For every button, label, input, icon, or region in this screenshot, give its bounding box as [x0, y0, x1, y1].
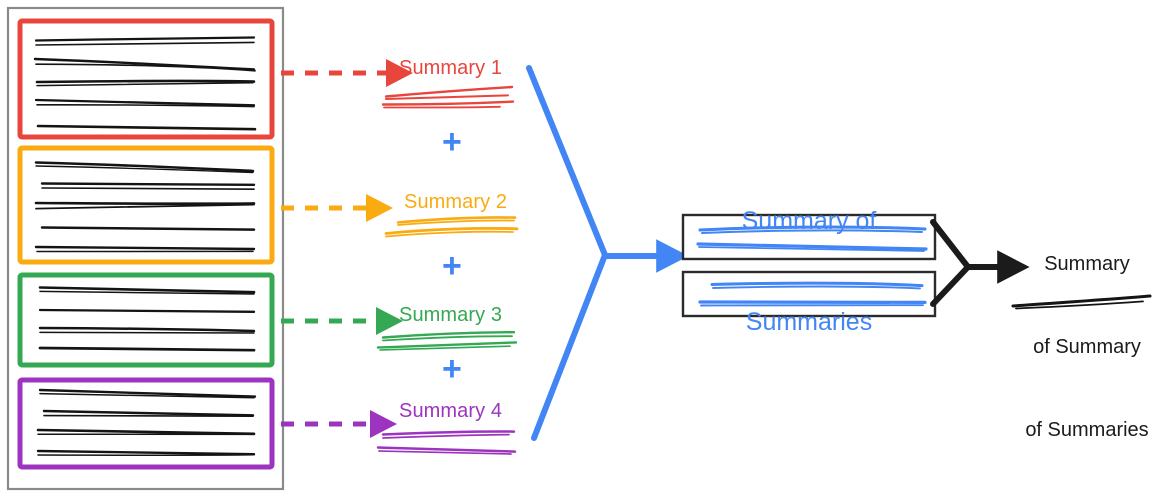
chunk-4-group[interactable]: [17, 377, 275, 470]
plus-operator-1: +: [442, 123, 462, 161]
chunk-4-box[interactable]: [17, 377, 275, 470]
chunk-2-group[interactable]: [17, 145, 275, 265]
summary-4-scribble: [376, 430, 517, 455]
sos-title-line-1: Summary of: [741, 207, 877, 235]
chunk-1-text-lines: [33, 36, 257, 131]
final-summary-title: Summary of Summary of Summaries: [1006, 196, 1168, 495]
sos-box-1-scribble: [696, 225, 928, 252]
summary-3-label: Summary 3: [399, 304, 503, 326]
plus-operator-2: +: [442, 247, 462, 285]
summary-2-label: Summary 2: [404, 191, 508, 213]
chunk-3-box[interactable]: [17, 272, 275, 368]
arrow-merge-blue: [526, 65, 689, 441]
summary-3-scribble: [376, 331, 518, 351]
sos-title-line-2: Summaries: [745, 307, 873, 336]
summary-2-scribble: [384, 216, 519, 238]
summary-1-label: Summary 1: [399, 57, 503, 79]
chunk-2-box[interactable]: [17, 145, 275, 265]
chunk-3-text-lines: [38, 286, 256, 352]
chunk-3-group[interactable]: [17, 272, 275, 368]
chunk-4-text-lines: [36, 388, 257, 457]
sos-box-1[interactable]: [681, 213, 937, 261]
final-title-line-3: of Summaries: [1025, 418, 1149, 441]
summary-4-label: Summary 4: [399, 400, 503, 422]
chunk-1-group[interactable]: [17, 18, 275, 140]
sos-box-1-group[interactable]: [681, 213, 937, 261]
arrow-final-black: [930, 219, 1030, 307]
final-summary-scribble: [1011, 294, 1152, 310]
final-title-line-2: of Summary: [1033, 335, 1141, 358]
chunk-1-box[interactable]: [17, 18, 275, 140]
final-title-line-1: Summary: [1044, 253, 1130, 276]
sos-box-2-group[interactable]: [681, 270, 937, 318]
chunk-2-text-lines: [34, 161, 256, 253]
source-document-border: [6, 6, 285, 491]
sos-box-2[interactable]: [681, 270, 937, 318]
plus-operator-3: +: [442, 350, 462, 388]
summary-of-summaries-title: Summary of Summaries: [683, 138, 935, 406]
summary-1-scribble: [381, 85, 515, 109]
sos-box-2-scribble: [698, 281, 927, 307]
